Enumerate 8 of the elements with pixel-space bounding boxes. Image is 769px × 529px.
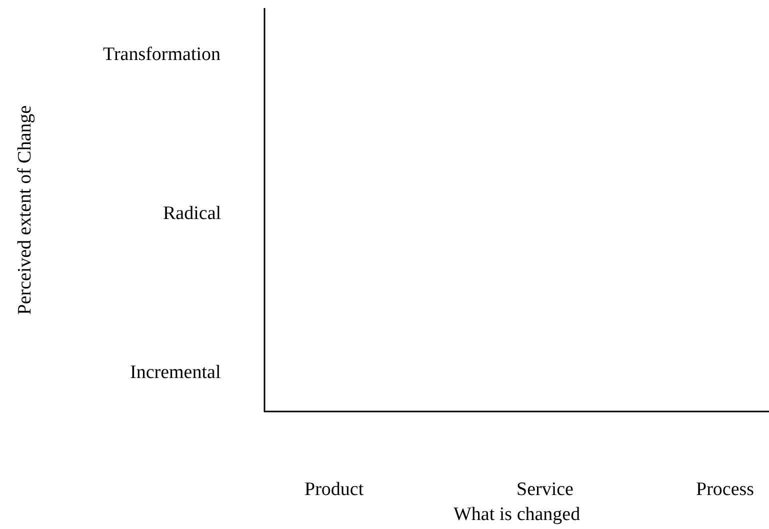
axis-tick-label: Incremental xyxy=(130,362,221,384)
axis-tick-label: Product xyxy=(304,479,364,501)
axis-title: What is changed xyxy=(454,504,580,526)
axis-title: Perceived extent of Change xyxy=(14,105,36,315)
axis-tick-label: Process xyxy=(696,479,754,501)
axis-tick-label: Service xyxy=(516,479,574,501)
axis-tick-label: Transformation xyxy=(103,44,221,66)
axis-tick-label: Radical xyxy=(163,203,222,225)
